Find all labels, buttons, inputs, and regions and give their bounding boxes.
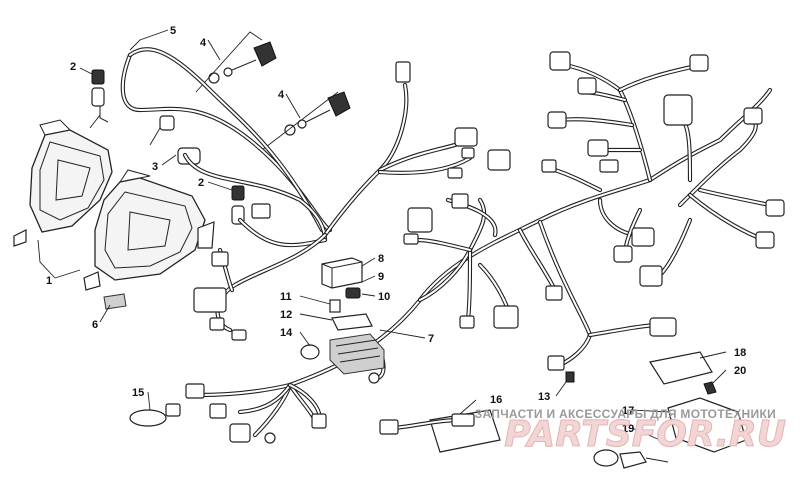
callout-15: 15	[132, 387, 144, 399]
headlight-assembly	[13, 114, 215, 291]
callout-6: 6	[92, 319, 98, 331]
connector-plugs	[185, 51, 785, 444]
callout-2-upper: 2	[70, 61, 76, 73]
callout-14: 14	[280, 327, 293, 339]
callout-10: 10	[378, 291, 390, 303]
callout-8: 8	[378, 253, 384, 265]
switch-part-15	[129, 403, 181, 427]
callout-9: 9	[378, 271, 384, 283]
callout-17: 17	[622, 405, 634, 417]
callout-16: 16	[490, 394, 502, 406]
callout-labels: 1 2 2 3 4 4 5 6 7 8 9 10 11 12 13 14 15 …	[46, 25, 746, 435]
callout-20: 20	[734, 365, 746, 377]
callout-19: 19	[622, 423, 634, 435]
callout-7: 7	[428, 333, 434, 345]
callout-5: 5	[170, 25, 176, 37]
callout-4-upper: 4	[200, 37, 207, 49]
watermark-brand: PARTSFOR.RU	[504, 414, 786, 455]
callout-4-lower: 4	[278, 89, 285, 101]
callout-12: 12	[280, 309, 292, 321]
module-part-16	[379, 409, 501, 453]
leader-lines	[37, 29, 727, 441]
partsfor-watermark: ЗАПЧАСТИ И АКСЕССУАРЫ ДЛЯ МОТОТЕХНИКИ PA…	[475, 407, 787, 456]
headlight-adjuster-parts	[195, 31, 351, 151]
relay-and-fuse-parts	[300, 257, 385, 375]
callout-1: 1	[46, 275, 52, 287]
callout-3: 3	[152, 161, 158, 173]
grommet-part-6	[103, 293, 127, 310]
main-wiring-harness	[120, 47, 773, 438]
callout-13: 13	[538, 391, 550, 403]
ignition-parts	[565, 351, 747, 469]
watermark-tagline: ЗАПЧАСТИ И АКСЕССУАРЫ ДЛЯ МОТОТЕХНИКИ	[475, 407, 776, 421]
callout-18: 18	[734, 347, 746, 359]
callout-2-lower: 2	[198, 177, 204, 189]
callout-11: 11	[280, 291, 292, 303]
